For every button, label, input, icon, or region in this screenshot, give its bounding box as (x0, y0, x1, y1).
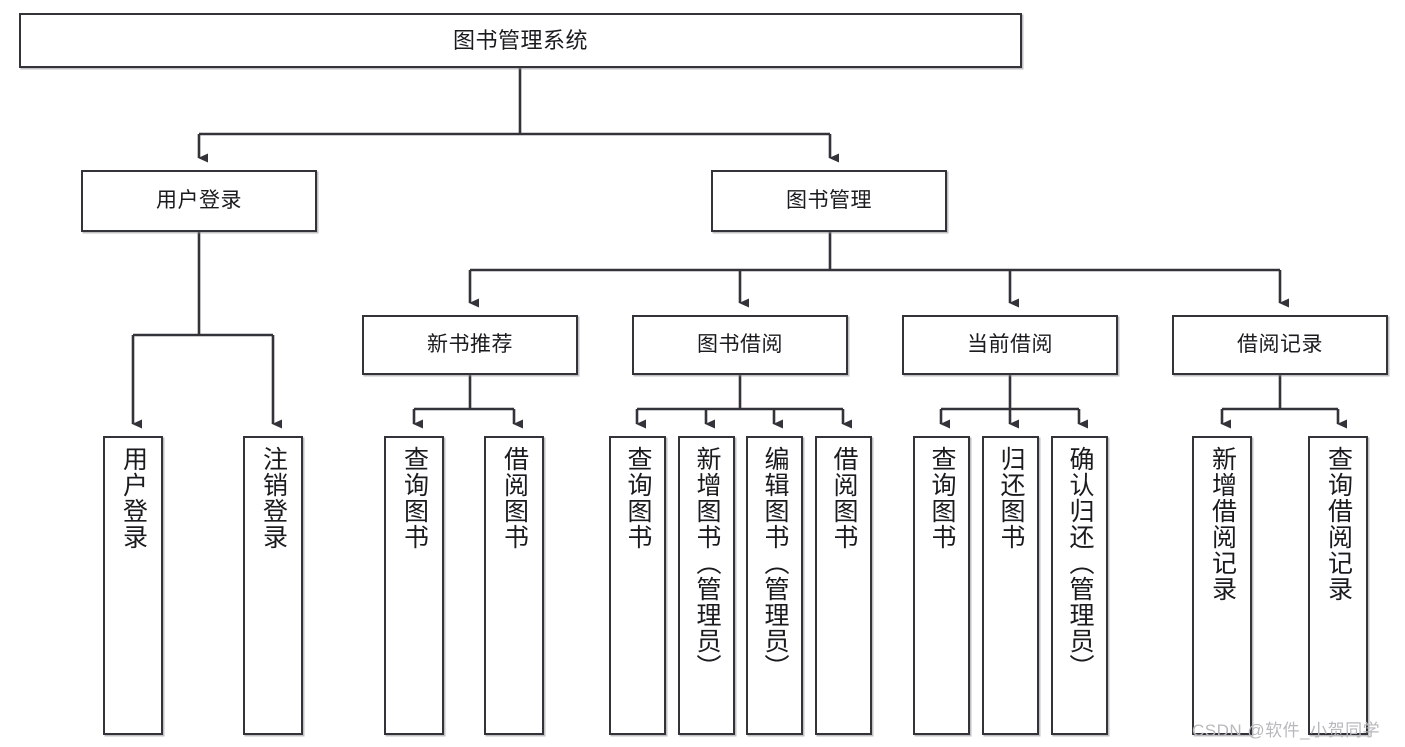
node-label: 归还图书 (997, 446, 1025, 550)
node-user-login[interactable]: 用户登录 (81, 170, 317, 232)
leaf-borrow-record-add-record[interactable]: 新增借阅记录 (1192, 436, 1252, 735)
node-book-management[interactable]: 图书管理 (711, 170, 947, 232)
leaf-current-borrow-return-book[interactable]: 归还图书 (982, 436, 1039, 735)
node-label: 用户登录 (119, 446, 148, 550)
node-label: 新书推荐 (427, 332, 513, 356)
node-book-borrowing[interactable]: 图书借阅 (632, 315, 848, 375)
leaf-current-borrow-confirm-return-admin[interactable]: 确认归还（管理员） (1051, 436, 1108, 735)
leaf-borrow-record-query-record[interactable]: 查询借阅记录 (1308, 436, 1368, 735)
node-label: 图书管理系统 (452, 27, 588, 53)
node-label: 查询图书 (624, 446, 652, 550)
node-label: 当前借阅 (967, 332, 1053, 356)
leaf-user-login-logout[interactable]: 注销登录 (243, 436, 303, 735)
node-label: 编辑图书（管理员） (761, 446, 789, 680)
node-label: 确认归还（管理员） (1066, 446, 1094, 680)
leaf-new-book-borrow-book[interactable]: 借阅图书 (484, 436, 544, 735)
node-label: 查询图书 (928, 446, 956, 550)
node-label: 图书管理 (786, 188, 872, 212)
leaf-book-borrow-add-book-admin[interactable]: 新增图书（管理员） (678, 436, 735, 735)
csdn-watermark: CSDN @软件_小贺同学 (1192, 721, 1381, 740)
leaf-current-borrow-query-book[interactable]: 查询图书 (913, 436, 970, 735)
node-label: 借阅图书 (830, 446, 858, 550)
leaf-new-book-query-book[interactable]: 查询图书 (384, 436, 444, 735)
leaf-book-borrow-query-book[interactable]: 查询图书 (609, 436, 666, 735)
node-label: 查询图书 (400, 446, 429, 550)
node-label: 借阅图书 (500, 446, 529, 550)
node-label: 新增借阅记录 (1208, 446, 1237, 602)
node-label: 用户登录 (156, 188, 242, 212)
node-label: 借阅记录 (1237, 332, 1323, 356)
node-label: 新增图书（管理员） (693, 446, 721, 680)
node-label: 注销登录 (259, 446, 288, 550)
node-current-borrowing[interactable]: 当前借阅 (902, 315, 1118, 375)
node-root-book-management-system[interactable]: 图书管理系统 (19, 13, 1022, 68)
node-label: 查询借阅记录 (1324, 446, 1353, 602)
leaf-book-borrow-edit-book-admin[interactable]: 编辑图书（管理员） (746, 436, 803, 735)
leaf-book-borrow-borrow-book[interactable]: 借阅图书 (815, 436, 872, 735)
node-label: 图书借阅 (697, 332, 783, 356)
node-borrowing-record[interactable]: 借阅记录 (1172, 315, 1388, 375)
leaf-user-login-login[interactable]: 用户登录 (103, 436, 163, 735)
node-new-book-recommendation[interactable]: 新书推荐 (362, 315, 578, 375)
